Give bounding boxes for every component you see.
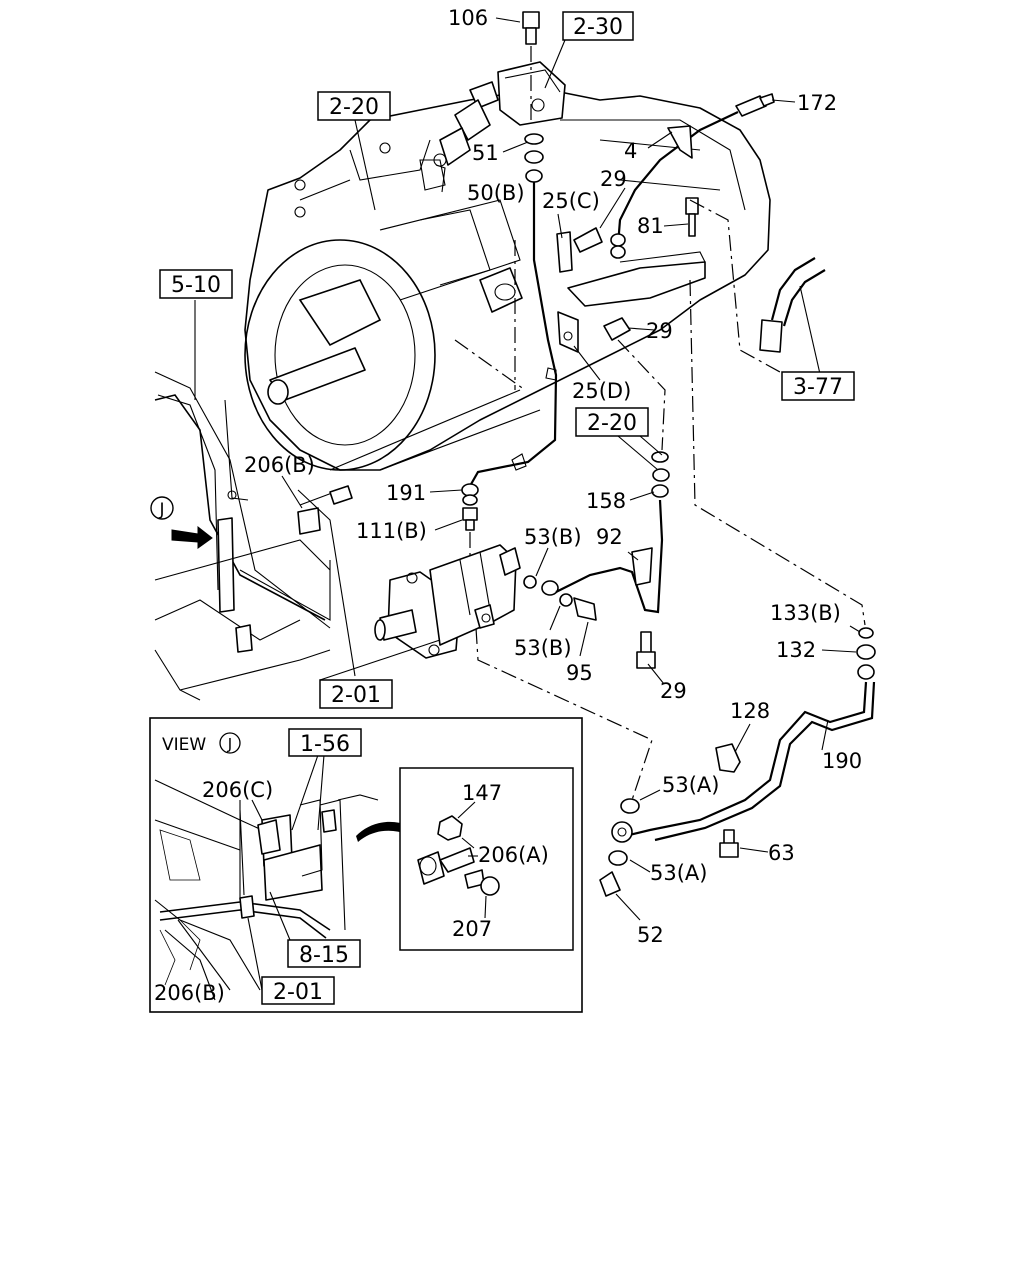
clip-92 <box>631 547 653 586</box>
washers-53b <box>523 575 597 621</box>
ref-boxes-main: 2-30 2-20 5-10 2-20 3-77 2-01 <box>159 11 855 709</box>
view-j-detail-parts <box>417 815 500 896</box>
clutch-linkage <box>433 61 566 193</box>
leader-dash-4 <box>475 627 653 801</box>
clip-128 <box>715 743 741 773</box>
callout-53b-2: 53(B) <box>514 636 572 660</box>
pipe-190 <box>611 627 876 843</box>
callout-133b: 133(B) <box>770 601 841 625</box>
callout-51: 51 <box>472 141 499 165</box>
callout-29-b: 29 <box>646 319 673 343</box>
callout-172: 172 <box>797 91 837 115</box>
leader-lines <box>194 17 861 921</box>
callout-206c: 206(C) <box>202 778 273 802</box>
washer-51 <box>524 133 544 183</box>
ref-1-56: 1-56 <box>300 732 350 757</box>
callout-158: 158 <box>586 489 626 513</box>
ref-box-8-15 <box>287 939 361 968</box>
ref-8-15: 8-15 <box>299 943 349 968</box>
callout-29-a: 29 <box>600 167 627 191</box>
svg-text:J: J <box>158 500 164 520</box>
ref-box-3-77 <box>781 371 855 401</box>
view-j-arrow <box>171 525 213 549</box>
callout-111b: 111(B) <box>356 519 427 543</box>
washers-53a <box>599 798 640 897</box>
ref-box-2-20-b <box>575 407 649 437</box>
callout-25d: 25(D) <box>572 379 631 403</box>
callout-206b: 206(B) <box>244 453 315 477</box>
leader-dash-3 <box>689 279 866 626</box>
view-j-title: VIEW <box>162 735 206 755</box>
view-j-title-letter: J <box>227 735 232 753</box>
callout-132: 132 <box>776 638 816 662</box>
callout-25c: 25(C) <box>542 189 600 213</box>
ref-box-2-01-a <box>319 679 393 709</box>
leader-dash-2 <box>617 339 666 451</box>
bolt-29-lower <box>636 631 656 669</box>
ref-5-10: 5-10 <box>171 273 221 298</box>
bracket-25c <box>556 227 603 273</box>
ref-2-01-a: 2-01 <box>331 683 381 708</box>
callout-190: 190 <box>822 749 862 773</box>
callout-191: 191 <box>386 481 426 505</box>
ref-2-30: 2-30 <box>573 15 623 40</box>
view-j-inset: VIEW J <box>149 717 583 1013</box>
callout-50b: 50(B) <box>467 181 525 205</box>
callout-4: 4 <box>624 139 637 163</box>
fitting-191 <box>461 483 479 560</box>
ref-box-5-10 <box>159 269 233 299</box>
callout-206b-inset: 206(B) <box>154 981 225 1005</box>
callout-92: 92 <box>596 525 623 549</box>
callout-147: 147 <box>462 781 502 805</box>
callout-29-c: 29 <box>660 679 687 703</box>
callout-128: 128 <box>730 699 770 723</box>
ref-box-2-01-b <box>261 976 335 1005</box>
callouts-main: 106 172 4 51 50(B) 29 25(C) 81 29 25(D) … <box>244 6 862 947</box>
nuts-2-20 <box>651 451 670 498</box>
view-j-title-circle <box>219 732 241 754</box>
pipe-clip <box>545 367 557 381</box>
pipe-377 <box>759 257 826 353</box>
bolt-63 <box>719 829 739 858</box>
view-j-marker: J <box>150 496 174 520</box>
callout-206a: 206(A) <box>478 843 549 867</box>
pipe-clip-2 <box>511 453 527 471</box>
bolt-106 <box>522 11 540 125</box>
callout-63: 63 <box>768 841 795 865</box>
callout-207: 207 <box>452 917 492 941</box>
ref-3-77: 3-77 <box>793 375 843 400</box>
ref-box-1-56 <box>288 728 362 757</box>
bracket-25d <box>557 311 631 353</box>
leader-dash-1 <box>689 199 781 373</box>
pipe-158 <box>555 499 664 614</box>
ref-box-2-30 <box>562 11 634 41</box>
chassis-frame <box>154 371 331 701</box>
callout-53a-2: 53(A) <box>650 861 707 885</box>
fluid-pipe-upper <box>469 182 558 487</box>
ref-box-2-20-a <box>317 91 391 121</box>
view-j-drawing <box>154 779 425 1001</box>
ref-2-20-b: 2-20 <box>587 411 637 436</box>
pipe-172 <box>610 93 775 259</box>
ref-2-01-b: 2-01 <box>273 980 323 1005</box>
callout-53a-1: 53(A) <box>662 773 719 797</box>
callout-106: 106 <box>448 6 488 30</box>
ref-2-20-a: 2-20 <box>329 95 379 120</box>
callout-52: 52 <box>637 923 664 947</box>
callout-53b-1: 53(B) <box>524 525 582 549</box>
clutch-slave-cylinder <box>374 544 521 659</box>
callout-81: 81 <box>637 214 664 238</box>
callout-95: 95 <box>566 661 593 685</box>
bracket-plate <box>567 251 706 307</box>
clamp-206b <box>297 485 353 535</box>
